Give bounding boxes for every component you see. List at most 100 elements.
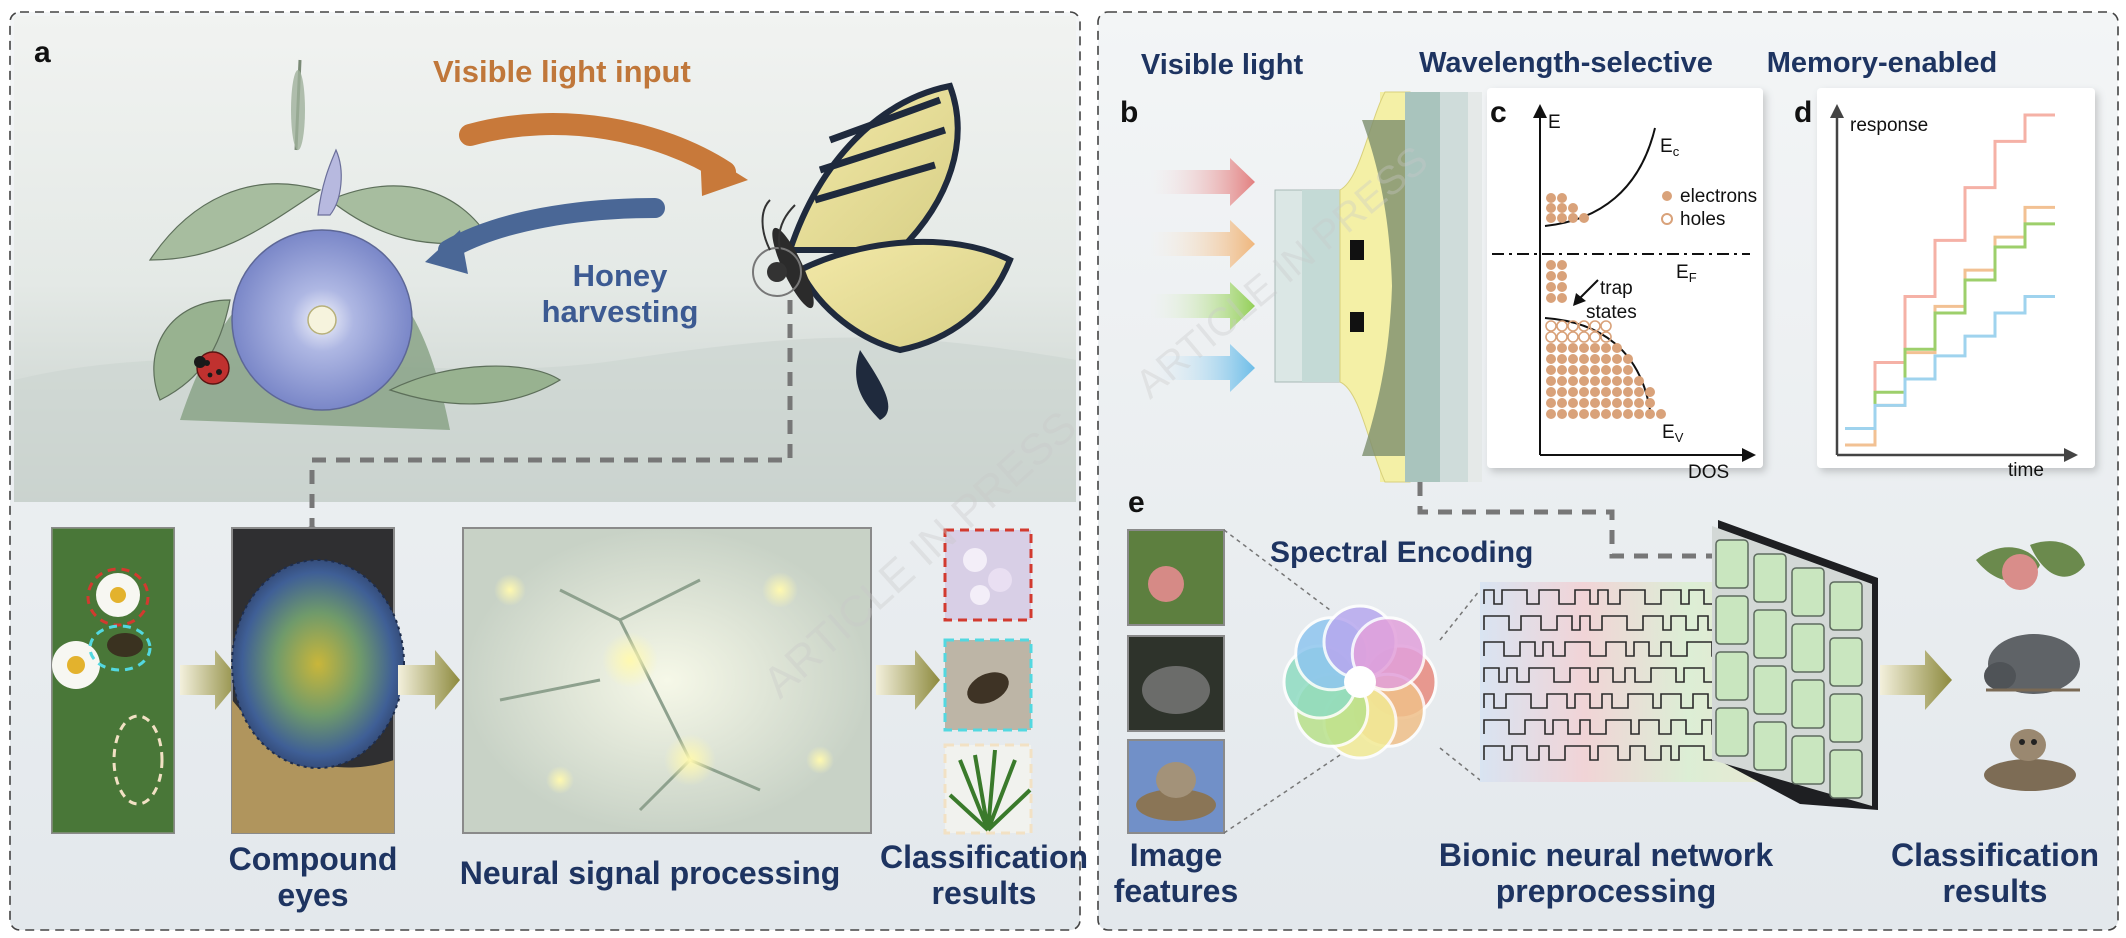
- valence-electron-dot: [1612, 365, 1622, 375]
- valence-electron-dot: [1579, 365, 1589, 375]
- electron-dot: [1568, 203, 1578, 213]
- valence-electron-dot: [1590, 365, 1600, 375]
- valence-electron-dot: [1623, 387, 1633, 397]
- caption-features-line2: features: [1114, 873, 1239, 909]
- arrow-1: [180, 650, 240, 710]
- panel-d-letter: d: [1794, 96, 1812, 129]
- hole-dot: [1545, 320, 1557, 332]
- valence-electron-dot: [1546, 343, 1556, 353]
- caption-bionic-line2: preprocessing: [1496, 873, 1717, 909]
- chip-cell: [1753, 721, 1787, 771]
- memory-series-1: [1845, 113, 2055, 430]
- field-photo: [51, 527, 175, 834]
- hole-dot: [1600, 320, 1612, 332]
- chip-cell: [1829, 637, 1863, 687]
- valence-electron-dot: [1557, 398, 1567, 408]
- honey-harvest-arrowhead: [425, 230, 468, 274]
- valence-electron-dot: [1546, 398, 1556, 408]
- valence-electron-dot: [1557, 409, 1567, 419]
- electron-dot: [1557, 213, 1567, 223]
- panel-b-heading: Visible light: [1141, 49, 1304, 81]
- valence-electron-dot: [1601, 387, 1611, 397]
- valence-electron-dot: [1590, 343, 1600, 353]
- chip-cell: [1715, 595, 1749, 645]
- chip-cell: [1829, 693, 1863, 743]
- valence-electron-dot: [1557, 343, 1567, 353]
- caption-neural: Neural signal processing: [460, 855, 841, 891]
- valence-electron-dot: [1590, 376, 1600, 386]
- valence-electron-dot: [1612, 398, 1622, 408]
- valence-electron-dot: [1590, 354, 1600, 364]
- valence-electron-dot: [1568, 387, 1578, 397]
- hole-dot: [1589, 331, 1601, 343]
- valence-electron-dot: [1568, 376, 1578, 386]
- hole-dot: [1556, 320, 1568, 332]
- trap-state-electrons: [1546, 260, 1567, 303]
- chip-cell: [1715, 707, 1749, 757]
- valence-electron-dot: [1568, 343, 1578, 353]
- valence-electron-dot: [1568, 398, 1578, 408]
- valence-electron-dot: [1568, 409, 1578, 419]
- memory-chart-card: [1817, 88, 2095, 468]
- neuromorphic-chip: [1712, 520, 1878, 810]
- ef-label: EF: [1676, 262, 1697, 285]
- memory-y-axis-label: response: [1850, 115, 1928, 136]
- chip-cell: [1715, 651, 1749, 701]
- electron-dot: [1568, 213, 1578, 223]
- valence-electron-dot: [1546, 387, 1556, 397]
- visible-light-arrow: [459, 113, 736, 183]
- device-cross-section: [1274, 91, 1482, 483]
- honey-harvest-arrow: [438, 198, 665, 260]
- hole-dot: [1556, 331, 1568, 343]
- valence-electron-dot: [1645, 398, 1655, 408]
- caption-bionic-line1: Bionic neural network: [1439, 837, 1773, 873]
- valence-electron-dot: [1645, 387, 1655, 397]
- caption-compound-line1: Compound: [229, 841, 398, 877]
- arrow-e: [1880, 650, 1952, 710]
- trap-electron-dot: [1557, 271, 1567, 281]
- valence-electron-dot: [1546, 409, 1556, 419]
- valence-electron-dot: [1590, 409, 1600, 419]
- swallowtail-butterfly-illustration: [752, 82, 1014, 420]
- feature-link-top: [1223, 529, 1331, 611]
- valence-electron-dot: [1623, 398, 1633, 408]
- hole-dot: [1578, 320, 1590, 332]
- valence-electron-dot: [1546, 365, 1556, 375]
- valence-electron-dot: [1634, 376, 1644, 386]
- spectral-encoding-label: Spectral Encoding: [1270, 536, 1533, 569]
- valence-electron-dot: [1546, 354, 1556, 364]
- spectral-color-wheel: [1282, 604, 1438, 760]
- ladybug-icon: [194, 351, 230, 385]
- honey-label-line1: Honey: [573, 258, 669, 293]
- valence-electron-dot: [1634, 398, 1644, 408]
- hole-dot: [1600, 331, 1612, 343]
- valence-electron-dot: [1601, 343, 1611, 353]
- memory-series-4: [1845, 295, 2055, 430]
- valence-electron-dot: [1612, 387, 1622, 397]
- caption-results-a-line2: results: [932, 875, 1037, 911]
- owl-nest-illustration: [1984, 729, 2076, 791]
- hole-dot: [1545, 331, 1557, 343]
- valence-electron-dot: [1579, 398, 1589, 408]
- valence-electron-dot: [1557, 365, 1567, 375]
- caption-features-line1: Image: [1130, 837, 1222, 873]
- valence-electron-dot: [1634, 409, 1644, 419]
- chip-cell: [1753, 665, 1787, 715]
- valence-electron-dot: [1612, 376, 1622, 386]
- visible-light-input-label: Visible light input: [433, 54, 691, 89]
- valence-electron-dot: [1623, 376, 1633, 386]
- trap-electron-dot: [1557, 293, 1567, 303]
- chip-cell: [1715, 539, 1749, 589]
- feature-images: [1127, 529, 1225, 834]
- electron-dot: [1557, 203, 1567, 213]
- chip-cell: [1791, 735, 1825, 785]
- trap-electron-dot: [1557, 260, 1567, 270]
- visible-light-arrowhead: [700, 150, 748, 196]
- conduction-electrons: [1546, 193, 1589, 223]
- valence-electron-dot: [1645, 409, 1655, 419]
- morning-glory-illustration: [148, 59, 562, 430]
- hole-dot: [1589, 320, 1601, 332]
- valence-electron-dot: [1579, 387, 1589, 397]
- chip-cell: [1753, 609, 1787, 659]
